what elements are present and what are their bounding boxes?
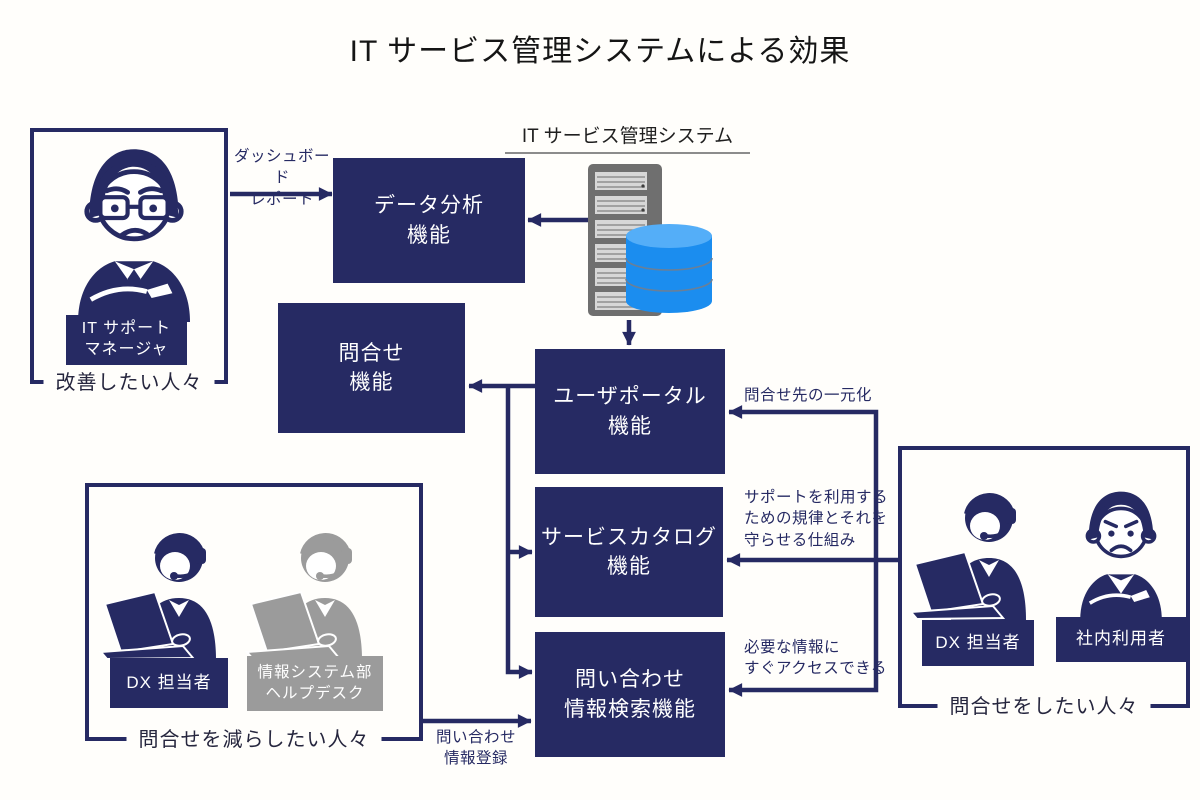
feature-box-service-catalog: サービスカタログ 機能 <box>535 487 723 617</box>
group-reduce-label: 問合せを減らしたい人々 <box>126 723 382 752</box>
feature-box-inquiry: 問合せ 機能 <box>278 303 465 433</box>
group-improve-label: 改善したい人々 <box>43 366 215 395</box>
arrow-trunk-to-search <box>505 386 533 679</box>
server-icon <box>588 164 662 316</box>
system-icon <box>588 164 713 316</box>
group-reduce: DX 担当者 情報システム部 ヘルプデスク 問合せを減らしたい人々 <box>85 483 423 752</box>
arrow-label-dashboard-report: ダッシュボード レポート <box>233 148 330 208</box>
group-inquire-label: 問合せをしたい人々 <box>937 690 1151 719</box>
it-support-manager-icon <box>54 138 214 322</box>
dx-agent-icon <box>905 480 1045 620</box>
arrow-label-register: 問い合わせ 情報登録 <box>435 729 516 768</box>
database-icon <box>625 224 713 313</box>
office-worker-icon <box>1054 482 1188 620</box>
helpdesk-agent-icon <box>237 520 385 660</box>
group-inquire: DX 担当者 社内利用者 問合せをしたい人々 <box>898 446 1190 719</box>
system-heading: IT サービス管理システム <box>505 121 750 154</box>
badge-it-support-manager: IT サポート マネージャ <box>66 315 187 365</box>
diagram-title: IT サービス管理システムによる効果 <box>349 35 851 68</box>
dx-agent-icon <box>95 520 235 660</box>
group-improve: IT サポート マネージャ 改善したい人々 <box>30 128 228 395</box>
badge-helpdesk: 情報システム部 ヘルプデスク <box>247 656 383 711</box>
badge-dx-staff-right: DX 担当者 <box>922 620 1034 666</box>
feature-box-user-portal: ユーザポータル 機能 <box>535 349 725 474</box>
badge-internal-user: 社内利用者 <box>1056 617 1186 662</box>
arrow-label-centralize: 問合せ先の一元化 <box>744 387 873 404</box>
feature-box-inquiry-search: 問い合わせ 情報検索機能 <box>535 632 725 757</box>
badge-dx-staff-left: DX 担当者 <box>110 658 228 708</box>
arrow-label-discipline: サポートを利用する ための規律とそれを 守らせる仕組み <box>744 489 889 549</box>
arrow-label-quick-access: 必要な情報に すぐアクセスできる <box>744 639 887 678</box>
feature-box-data-analysis: データ分析 機能 <box>333 158 525 283</box>
